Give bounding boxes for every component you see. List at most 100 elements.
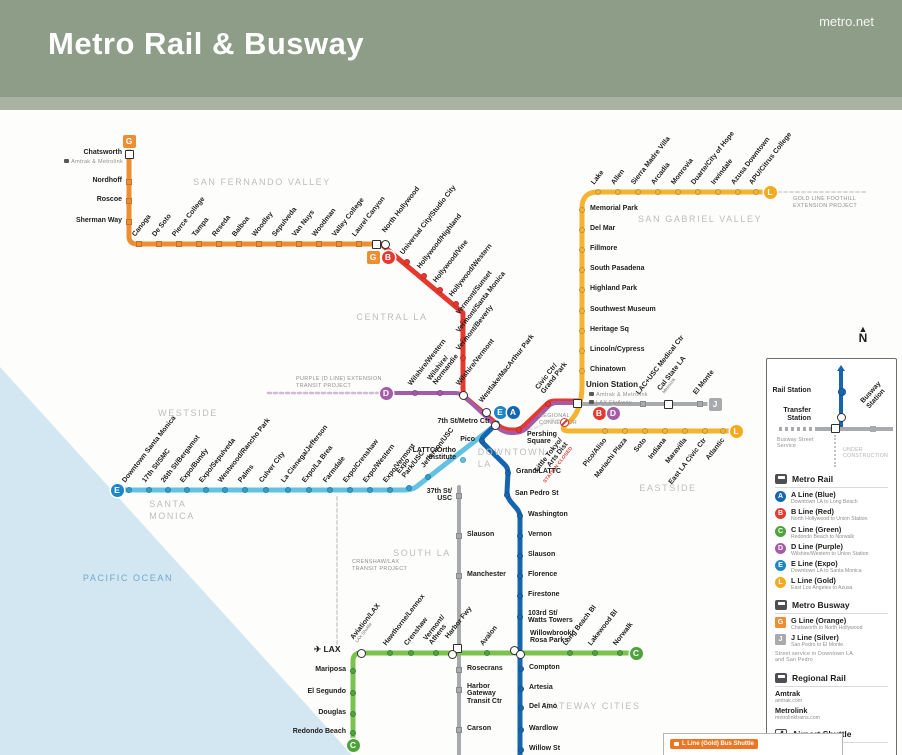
sample-busway-line: [817, 427, 893, 431]
station-label-firestone: Firestone: [528, 591, 560, 598]
map-note-lax: ✈ LAX: [314, 644, 341, 654]
legend-e-line-expo-badge: E: [775, 560, 786, 571]
site-url: metro.net: [819, 14, 874, 29]
sample-rail-station-dot: [838, 388, 846, 396]
station-union-station: [572, 398, 582, 408]
legend-e-line-expo-text: E Line (Expo)Downtown LA to Santa Monica: [791, 559, 862, 575]
legend-g-line-orange: G G Line (Orange)Chatsworth to North Holl…: [775, 616, 888, 631]
station-manchester: [456, 573, 462, 579]
station-compton: [518, 666, 524, 672]
station-label-lincoln-cypress: Lincoln/Cypress: [590, 346, 645, 353]
station-chinatown: [579, 368, 585, 374]
station-culver-city: [263, 487, 269, 493]
legend-c-line-green-badge: C: [775, 525, 786, 537]
line-badge-g-129: G: [122, 134, 136, 148]
station-willow-st: [518, 747, 524, 753]
region-label-eastside: EASTSIDE: [639, 483, 697, 493]
station-arcadia: [655, 189, 661, 195]
station-vermont-athens: [433, 650, 439, 656]
legend-e-line-expo-title: E Line (Expo): [791, 559, 838, 568]
gold-bus-shuttle-box: L Line (Gold) Bus Shuttle: [663, 733, 843, 755]
station-mariposa: [350, 668, 356, 674]
header-band: [0, 97, 902, 110]
station-hawthorne-lennox: [387, 650, 393, 656]
station-vernon: [517, 533, 523, 539]
gold-bus-shuttle-badge: L Line (Gold) Bus Shuttle: [670, 739, 758, 749]
station-apu-citrus-college: [753, 189, 759, 195]
line-badge-g-373: G: [366, 250, 380, 264]
station-firestone: [517, 593, 523, 599]
station-palms: [242, 487, 248, 493]
station-balboa: [236, 241, 242, 247]
map-note-gold-line-foothill: GOLD LINE FOOTHILL EXTENSION PROJECT: [793, 196, 858, 209]
line-badge-e-500: E: [493, 405, 507, 419]
legend-metro-busway-header-icon: [775, 599, 787, 610]
region-label-south-la: SOUTH LA: [393, 548, 451, 558]
legend-regional-rail-header-label: Regional Rail: [792, 672, 846, 683]
legend-regional-rail-header: Regional Rail: [775, 668, 888, 687]
station-103rd-st-watts-towers: [517, 614, 523, 620]
station-long-beach-bl: [567, 650, 573, 656]
station-southwest-museum: [579, 308, 585, 314]
legend-g-line-orange-text: G Line (Orange)Chatsworth to North Holly…: [791, 616, 863, 631]
station-harbor-fwy: [447, 649, 457, 659]
station-lincoln-cypress: [579, 348, 585, 354]
line-badge-d-613: D: [606, 406, 620, 420]
compass: ▲ N: [852, 325, 874, 345]
legend-metro-rail-header: Metro Rail: [775, 469, 888, 488]
line-badge-c-636: C: [629, 646, 643, 660]
station-del-mar: [579, 227, 585, 233]
station-label-rosecrans: Rosecrans: [467, 665, 503, 672]
station-sherman-way: [126, 219, 132, 225]
station-soto: [642, 428, 648, 434]
station-label-washington: Washington: [528, 511, 568, 518]
legend-d-line-purple-title: D Line (Purple): [791, 541, 843, 551]
map-note-lax-flyaway: LAX FlyAway: [589, 400, 632, 407]
station-aviation-lax: [356, 648, 366, 658]
map-note-amtrak-metrolink: Amtrak & Metrolink: [64, 159, 123, 166]
region-label-san-fernando-valley: SAN FERNANDO VALLEY: [193, 177, 331, 187]
station-expo-western: [367, 487, 373, 493]
station-lac-usc-medical-ctr: [640, 401, 646, 407]
station-redondo-beach: [350, 730, 356, 736]
legend-metrolink-title: Metrolink: [775, 705, 808, 715]
sample-rail-line-arrow: [837, 365, 845, 371]
station-label-slauson: Slauson: [528, 551, 556, 558]
station-expo-vermont: [387, 487, 393, 493]
legend-g-line-orange-badge: G: [775, 616, 786, 628]
station-wilshire-vermont: [458, 390, 468, 400]
sample-transfer-circle: [837, 413, 846, 422]
station-reseda: [216, 241, 222, 247]
station-chatsworth: [124, 149, 134, 159]
station-florence: [517, 573, 523, 579]
station-label-redondo-beach: Redondo Beach: [292, 728, 346, 735]
station-label-manchester: Manchester: [467, 571, 506, 578]
station-wilshire-normandie: [437, 390, 443, 396]
legend-e-line-expo-sub: Downtown LA to Santa Monica: [791, 568, 862, 575]
station-duarte-city-of-hope: [695, 189, 701, 195]
station-pico: [479, 438, 485, 444]
station-el-monte: [697, 401, 703, 407]
region-label-downtown: DOWNTOWN LA: [477, 447, 547, 470]
line-badge-l-736: L: [729, 424, 743, 438]
map-note-amtrak-metrolink: Amtrak & Metrolink: [589, 392, 648, 399]
station-artesia: [518, 686, 524, 692]
station-jefferson-usc: [425, 474, 431, 480]
station-lakewood-bl: [592, 650, 598, 656]
sample-transfer-square: [831, 424, 840, 433]
station-sierra-madre-villa: [635, 189, 641, 195]
region-label-san-gabriel-valley: SAN GABRIEL VALLEY: [637, 214, 763, 224]
legend-b-line-red-text: B Line (Red)North Hollywood to Union Sta…: [791, 508, 867, 523]
legend-a-line-blue-sub: Downtown LA to Long Beach: [791, 499, 858, 506]
station-rosecrans: [456, 667, 462, 673]
station-harbor-fwy: [452, 643, 462, 653]
station-highland-park: [579, 287, 585, 293]
station-roscoe: [126, 198, 132, 204]
station-cal-state-la: [663, 399, 673, 409]
station-label-southwest-museum: Southwest Museum: [590, 306, 656, 313]
